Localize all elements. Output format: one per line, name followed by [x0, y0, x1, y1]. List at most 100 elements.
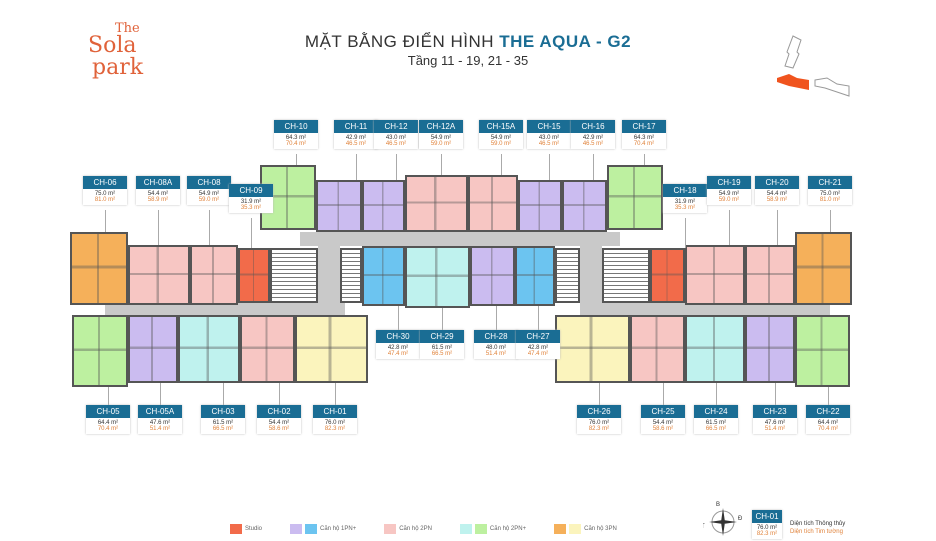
net-area: 47.6 m² — [149, 420, 171, 426]
unit-id: CH-19 — [707, 176, 751, 189]
compass-icon: B Đ T — [703, 502, 743, 536]
net-area: 64.4 m² — [817, 420, 839, 426]
net-area: 48.0 m² — [485, 345, 507, 351]
unit-id: CH-01 — [313, 405, 357, 418]
title-highlight: THE AQUA - G2 — [499, 32, 632, 51]
gross-area: 51.4 m² — [149, 426, 171, 432]
unit-id: CH-01 — [752, 510, 782, 523]
net-area: 54.4 m² — [766, 191, 788, 197]
unit-ch-08a — [128, 245, 190, 305]
corridor — [318, 232, 340, 312]
unit-ch-21 — [795, 232, 852, 305]
unit-id: CH-30 — [376, 330, 420, 343]
leader-line — [538, 306, 539, 330]
unit-id: CH-29 — [420, 330, 464, 343]
gross-area: 66.5 m² — [212, 426, 234, 432]
net-area: 76.0 m² — [588, 420, 610, 426]
gross-area: 58.9 m² — [766, 197, 788, 203]
gross-area: 51.4 m² — [764, 426, 786, 432]
net-area: 54.4 m² — [147, 191, 169, 197]
unit-id: CH-05A — [138, 405, 182, 418]
page-title: MẶT BẰNG ĐIỂN HÌNH THE AQUA - G2 — [0, 32, 936, 52]
corridor — [105, 303, 345, 315]
net-area: 31.9 m² — [674, 199, 696, 205]
gross-area: 46.5 m² — [385, 141, 407, 147]
unit-id: CH-24 — [694, 405, 738, 418]
leader-line — [599, 383, 600, 405]
unit-ch-16 — [562, 180, 607, 232]
unit-ch-01 — [295, 315, 368, 383]
unit-id: CH-15A — [479, 120, 523, 133]
unit-ch-08 — [190, 245, 238, 305]
net-area: 42.9 m² — [582, 135, 604, 141]
leader-line — [644, 154, 645, 165]
legend-swatch — [384, 524, 397, 534]
gross-area: 66.5 m² — [431, 351, 453, 357]
leader-line — [356, 154, 357, 180]
leader-line — [108, 387, 109, 405]
unit-id: CH-20 — [755, 176, 799, 189]
gross-area: 70.4 m² — [817, 426, 839, 432]
gross-area: 59.0 m² — [718, 197, 740, 203]
unit-id: CH-22 — [806, 405, 850, 418]
leader-line — [716, 383, 717, 405]
net-area: 54.4 m² — [652, 420, 674, 426]
unit-id: CH-08A — [136, 176, 180, 189]
net-area: 75.0 m² — [819, 191, 841, 197]
net-area: 42.9 m² — [345, 135, 367, 141]
legend-item: Căn hộ 1PN+ — [290, 524, 356, 534]
unit-id: CH-21 — [808, 176, 852, 189]
unit-id: CH-03 — [201, 405, 245, 418]
compass-west: T — [703, 524, 705, 530]
legend-label: Căn hộ 2PN — [399, 526, 432, 532]
net-area: 76.0 m² — [324, 420, 346, 426]
legend-label: Căn hộ 1PN+ — [320, 526, 357, 532]
floor-range: Tầng 11 - 19, 21 - 35 — [407, 53, 529, 68]
leader-line — [496, 306, 497, 330]
unit-ch-23 — [745, 315, 795, 383]
gross-area: 59.0 m² — [430, 141, 452, 147]
unit-id: CH-12A — [419, 120, 463, 133]
unit-ch-05a — [128, 315, 178, 383]
leader-line — [663, 383, 664, 405]
title-prefix: MẶT BẰNG ĐIỂN HÌNH — [304, 32, 500, 51]
unit-ch-29 — [405, 246, 470, 308]
gross-area: 47.4 m² — [527, 351, 549, 357]
net-area: 54.9 m² — [490, 135, 512, 141]
gross-area: 46.5 m² — [538, 141, 560, 147]
unit-ch-27 — [515, 246, 555, 306]
unit-id: CH-06 — [83, 176, 127, 189]
unit-id: CH-25 — [641, 405, 685, 418]
gross-area: 81.0 m² — [819, 197, 841, 203]
